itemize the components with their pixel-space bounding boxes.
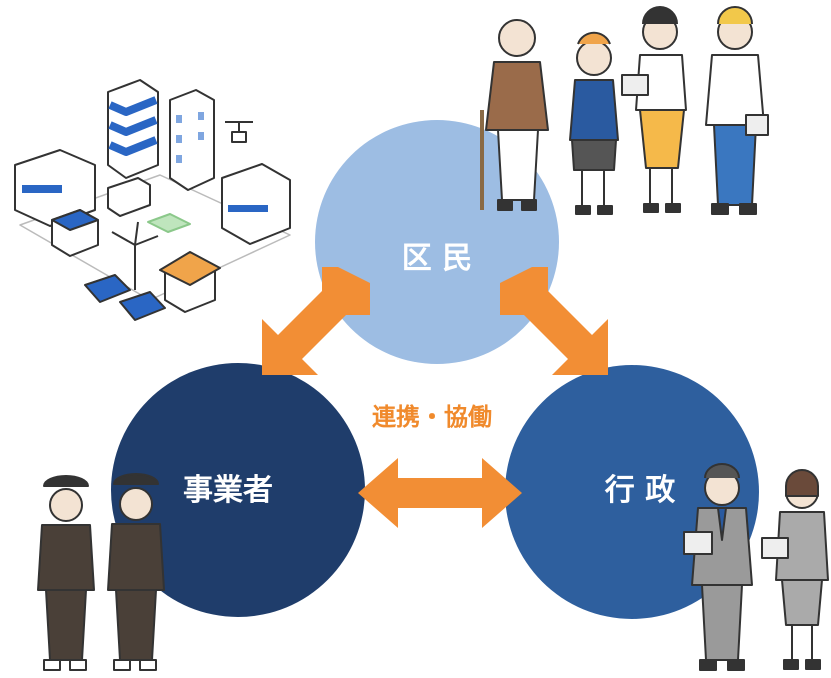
business-staff-illustration [37,473,165,671]
government-staff-illustration [683,463,829,671]
residents-label: 区 民 [402,241,472,276]
arrow-residents-business [262,267,370,375]
center-label: 連携・協働 [372,403,492,431]
residents-people-illustration [480,6,769,215]
business-circle [111,363,365,617]
arrow-business-government [358,458,522,528]
arrow-residents-government [500,267,608,375]
business-label: 事業者 [183,473,273,508]
government-label: 行 政 [604,473,675,508]
city-buildings-illustration [14,79,291,321]
arrows [262,267,608,528]
residents-circle [315,120,559,364]
